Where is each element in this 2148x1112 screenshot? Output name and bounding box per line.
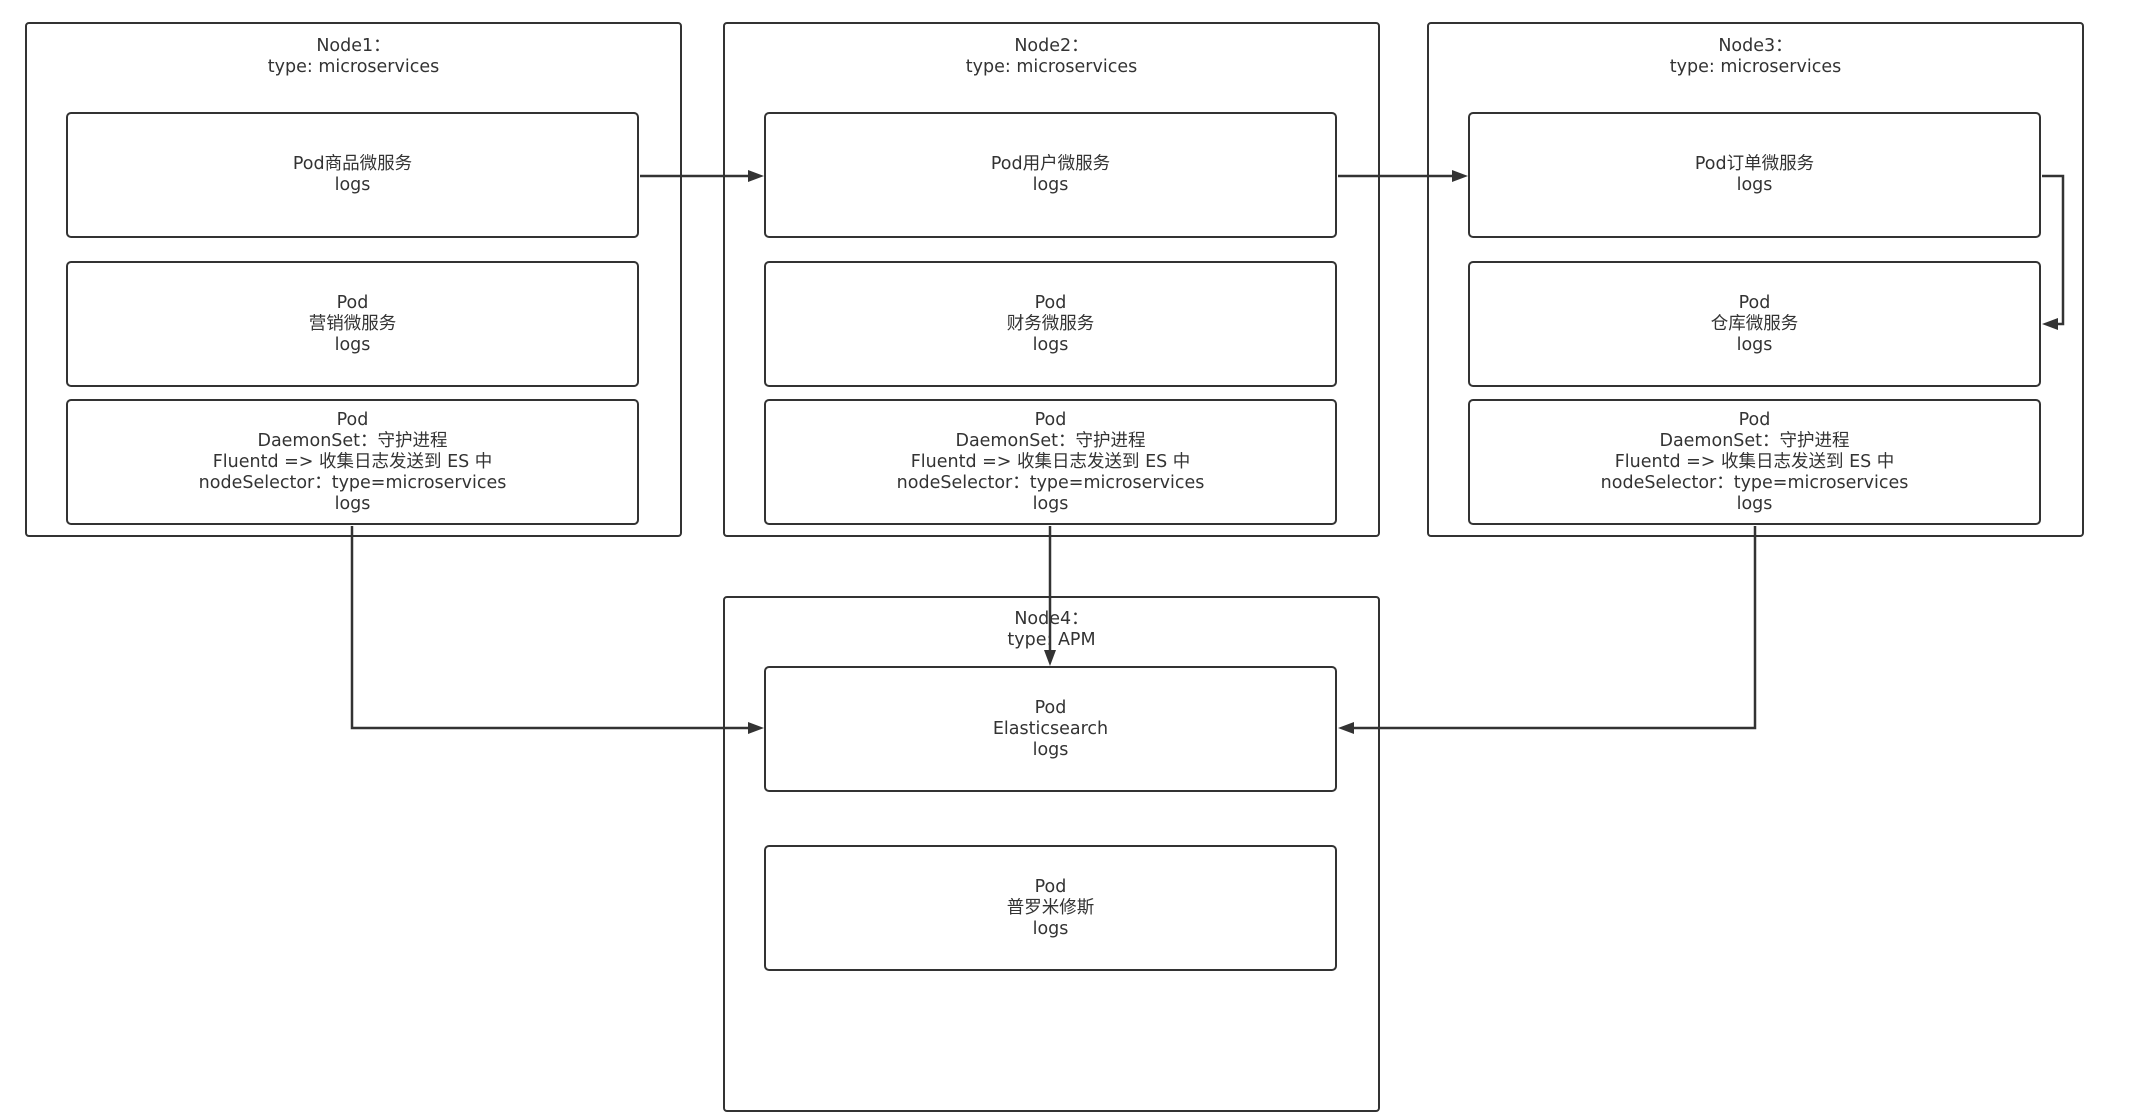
node-title: Node2： type: microservices (725, 36, 1378, 78)
pod-text-line: Fluentd => 收集日志发送到 ES 中 (212, 451, 493, 472)
pod-text-line: 财务微服务 (1006, 313, 1095, 334)
pod-text-line: 营销微服务 (308, 313, 397, 334)
pod-n1p2[interactable]: Pod 营销微服务 logs (66, 261, 639, 387)
pod-n4p2[interactable]: Pod 普罗米修斯 logs (764, 845, 1337, 971)
pod-text-line: Elasticsearch (992, 718, 1109, 739)
node-title-line: Node1： (316, 36, 391, 56)
pod-text-line: Pod (1738, 292, 1771, 313)
pod-text-line: DaemonSet：守护进程 (257, 430, 448, 451)
pod-n3p3[interactable]: Pod DaemonSet：守护进程 Fluentd => 收集日志发送到 ES… (1468, 399, 2041, 525)
pod-text-line: Pod (1034, 292, 1067, 313)
node-title: Node3： type: microservices (1429, 36, 2082, 78)
pod-text-line: logs (1032, 739, 1069, 760)
pod-text-line: Pod (336, 292, 369, 313)
node-title-line: Node2： (1014, 36, 1089, 56)
node-title: Node1： type: microservices (27, 36, 680, 78)
pod-n2p1[interactable]: Pod用户微服务 logs (764, 112, 1337, 238)
pod-text-line: logs (334, 175, 371, 195)
node-title-line: type: microservices (965, 57, 1138, 77)
pod-text-line: logs (1032, 175, 1069, 195)
pod-text-line: logs (334, 493, 371, 514)
edge-n1p3-to-n4p1 (350, 526, 752, 730)
pod-text-line: nodeSelector：type=microservices (1600, 472, 1909, 493)
pod-text-line: logs (334, 334, 371, 355)
node-title-line: type: microservices (1669, 57, 1842, 77)
pod-n2p2[interactable]: Pod 财务微服务 logs (764, 261, 1337, 387)
node-title-line: type: microservices (267, 57, 440, 77)
pod-text-line: Pod订单微服务 (1694, 154, 1815, 174)
pod-text-line: Fluentd => 收集日志发送到 ES 中 (910, 451, 1191, 472)
pod-text-line: Pod (1034, 697, 1067, 718)
pod-text-line: logs (1736, 334, 1773, 355)
pod-n3p1[interactable]: Pod订单微服务 logs (1468, 112, 2041, 238)
node-node2: Node2： type: microservices (723, 22, 1380, 537)
pod-text-line: nodeSelector：type=microservices (896, 472, 1205, 493)
pod-text-line: DaemonSet：守护进程 (955, 430, 1146, 451)
pod-text-line: logs (1736, 493, 1773, 514)
pod-text-line: Pod (1738, 409, 1771, 430)
pod-text-line: Pod用户微服务 (990, 154, 1111, 174)
pod-n4p1[interactable]: Pod Elasticsearch logs (764, 666, 1337, 792)
pod-text-line: 普罗米修斯 (1006, 897, 1095, 918)
pod-text-line: logs (1032, 493, 1069, 514)
pod-text-line: logs (1736, 175, 1773, 195)
pod-text-line: Pod商品微服务 (292, 154, 413, 174)
pod-n3p2[interactable]: Pod 仓库微服务 logs (1468, 261, 2041, 387)
pod-text-line: logs (1032, 918, 1069, 939)
pod-n1p3[interactable]: Pod DaemonSet：守护进程 Fluentd => 收集日志发送到 ES… (66, 399, 639, 525)
pod-text-line: Pod (336, 409, 369, 430)
node-title-line: Node3： (1718, 36, 1793, 56)
pod-text-line: 仓库微服务 (1710, 313, 1799, 334)
pod-text-line: logs (1032, 334, 1069, 355)
pod-n2p3[interactable]: Pod DaemonSet：守护进程 Fluentd => 收集日志发送到 ES… (764, 399, 1337, 525)
pod-text-line: nodeSelector：type=microservices (198, 472, 507, 493)
node-title: Node4： type: APM (725, 609, 1378, 651)
node-title-line: Node4： (1014, 609, 1089, 629)
edge-n3p3-to-n4p1 (1350, 526, 1757, 730)
pod-n1p1[interactable]: Pod商品微服务 logs (66, 112, 639, 238)
node-title-line: type: APM (1007, 630, 1096, 650)
pod-text-line: DaemonSet：守护进程 (1659, 430, 1850, 451)
pod-text-line: Fluentd => 收集日志发送到 ES 中 (1614, 451, 1895, 472)
pod-text-line: Pod (1034, 876, 1067, 897)
pod-text-line: Pod (1034, 409, 1067, 430)
